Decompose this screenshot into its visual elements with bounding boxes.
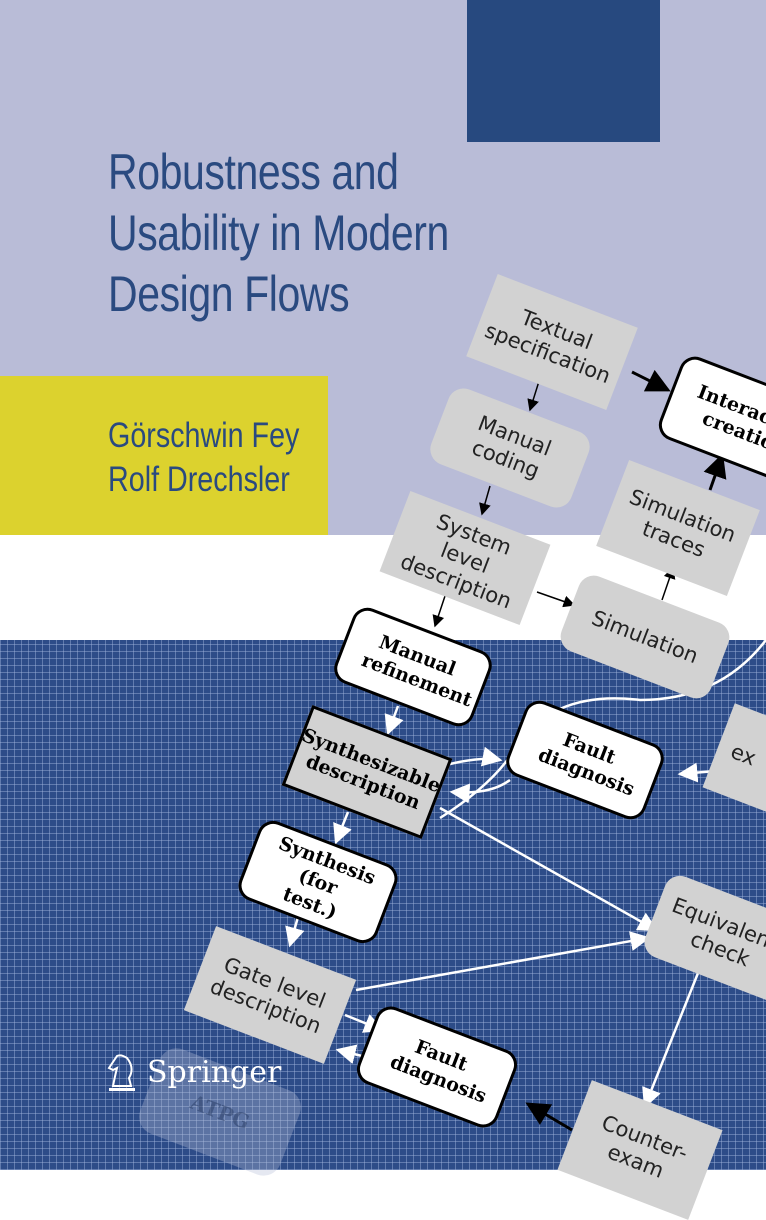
box-label: Manual refinement xyxy=(358,631,476,712)
author-panel xyxy=(0,376,328,535)
book-title: Robustness and Usability in Modern Desig… xyxy=(108,142,449,325)
atpg-label: ATPG xyxy=(187,1089,253,1135)
author: Görschwin Fey xyxy=(108,416,300,455)
box-label: Fault diagnosis xyxy=(535,728,638,801)
diagram-arrows xyxy=(285,369,741,1132)
authors: Görschwin Fey Rolf Drechsler xyxy=(108,414,299,502)
box-label: Fault diagnosis xyxy=(387,1035,490,1108)
grid-band xyxy=(0,640,766,1170)
author: Rolf Drechsler xyxy=(108,460,290,499)
box-label: Counter-exam xyxy=(598,1110,692,1183)
publisher-logo: Springer xyxy=(105,1052,281,1092)
navy-square xyxy=(467,0,660,142)
knight-icon xyxy=(107,1054,135,1091)
publisher-name: Springer xyxy=(147,1054,282,1090)
title-line: Design Flows xyxy=(108,266,350,322)
title-line: Robustness and xyxy=(108,144,399,200)
box-label: Simulation xyxy=(588,605,702,668)
box-label: ex xyxy=(727,738,760,770)
title-line: Usability in Modern xyxy=(108,205,449,261)
box-label: Manual coding xyxy=(468,410,555,483)
